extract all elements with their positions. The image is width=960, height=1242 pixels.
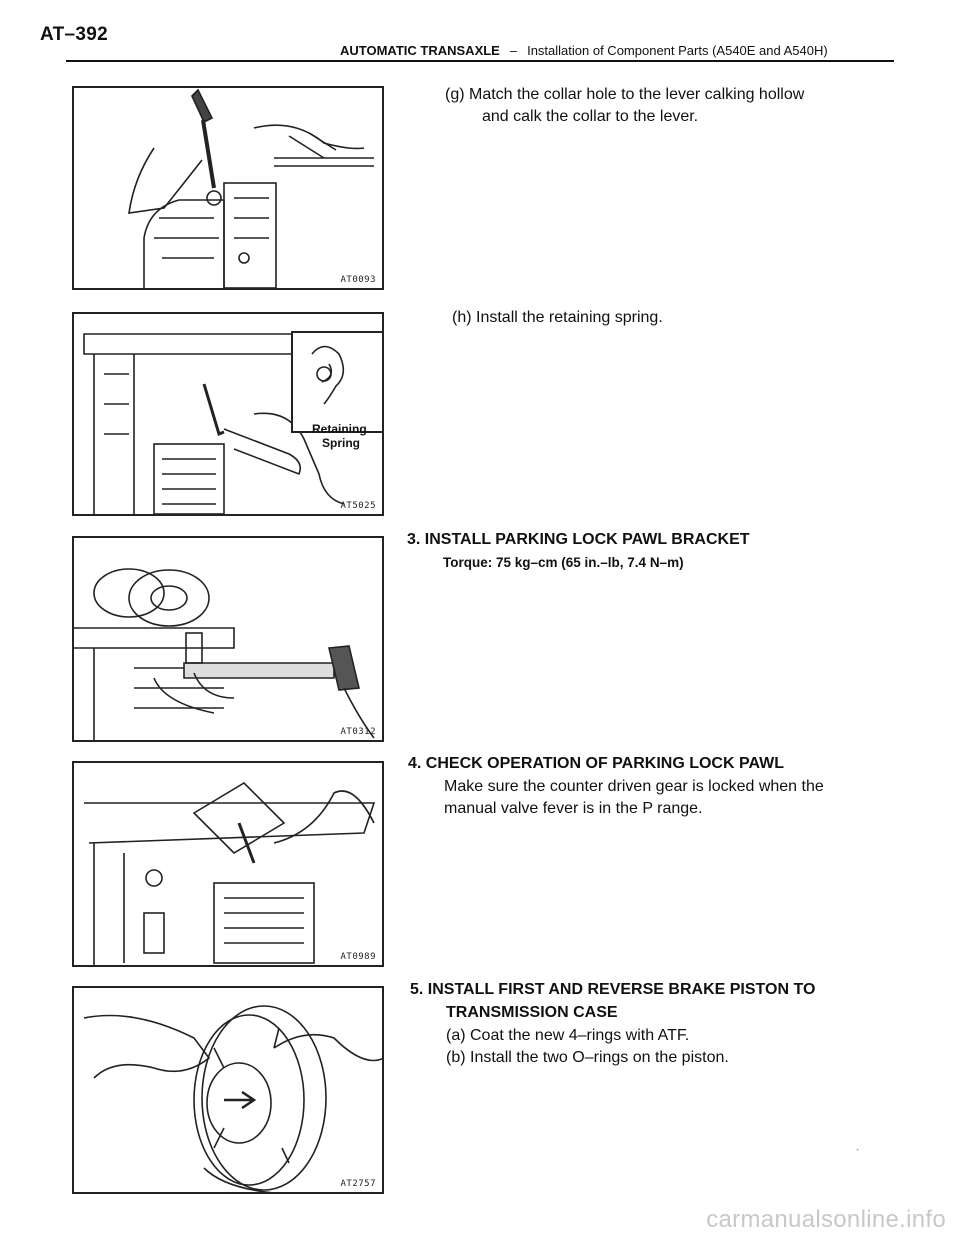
figure-retaining-spring: Retaining Spring AT5025 [72,312,384,516]
step-5b: (b) Install the two O–rings on the pisto… [446,1049,729,1066]
step-3-torque: Torque: 75 kg–cm (65 in.–lb, 7.4 N–m) [443,555,684,570]
step-h: (h) Install the retaining spring. [452,309,663,326]
step-4-line1: Make sure the counter driven gear is loc… [444,778,824,795]
retaining-spring-illustration [83,331,382,514]
header-separator: – [509,43,518,58]
section-subtitle: Installation of Component Parts (A540E a… [527,43,828,58]
figure-code: AT0312 [340,727,376,737]
brake-piston-illustration [83,1005,382,1192]
step-4-heading: 4. CHECK OPERATION OF PARKING LOCK PAWL [408,755,785,772]
figure-brake-piston: AT2757 [72,986,384,1194]
stray-mark: ˴ [856,1144,860,1155]
step-5a: (a) Coat the new 4–rings with ATF. [446,1027,690,1044]
header-rule [66,60,894,62]
figure-parking-lock-pawl: AT0989 [72,761,384,967]
running-header: AUTOMATIC TRANSAXLE–Installation of Comp… [340,43,828,58]
figure-code: AT5025 [340,501,376,511]
step-g-line2: and calk the collar to the lever. [482,108,699,125]
parking-bracket-illustration [74,568,375,740]
step-g-line1: (g) Match the collar hole to the lever c… [445,86,805,103]
section-title: AUTOMATIC TRANSAXLE [340,43,500,58]
figure-collar-calking: AT0093 [72,86,384,290]
figure-parking-pawl-bracket: AT0312 [72,536,384,742]
step-5-heading-line2: TRANSMISSION CASE [446,1004,618,1021]
watermark: carmanualsonline.info [706,1206,946,1233]
step-3-heading: 3. INSTALL PARKING LOCK PAWL BRACKET [407,531,750,548]
callout-line1: Retaining [312,422,367,436]
page-number: AT–392 [40,24,108,45]
figure-code: AT2757 [340,1179,376,1189]
figure-code: AT0989 [340,952,376,962]
callout-line2: Spring [322,436,360,450]
step-5-heading-line1: 5. INSTALL FIRST AND REVERSE BRAKE PISTO… [410,981,816,998]
lock-pawl-illustration [84,781,376,965]
figure-code: AT0093 [340,275,376,285]
collar-calking-illustration [128,88,374,288]
step-4-line2: manual valve fever is in the P range. [444,800,703,817]
